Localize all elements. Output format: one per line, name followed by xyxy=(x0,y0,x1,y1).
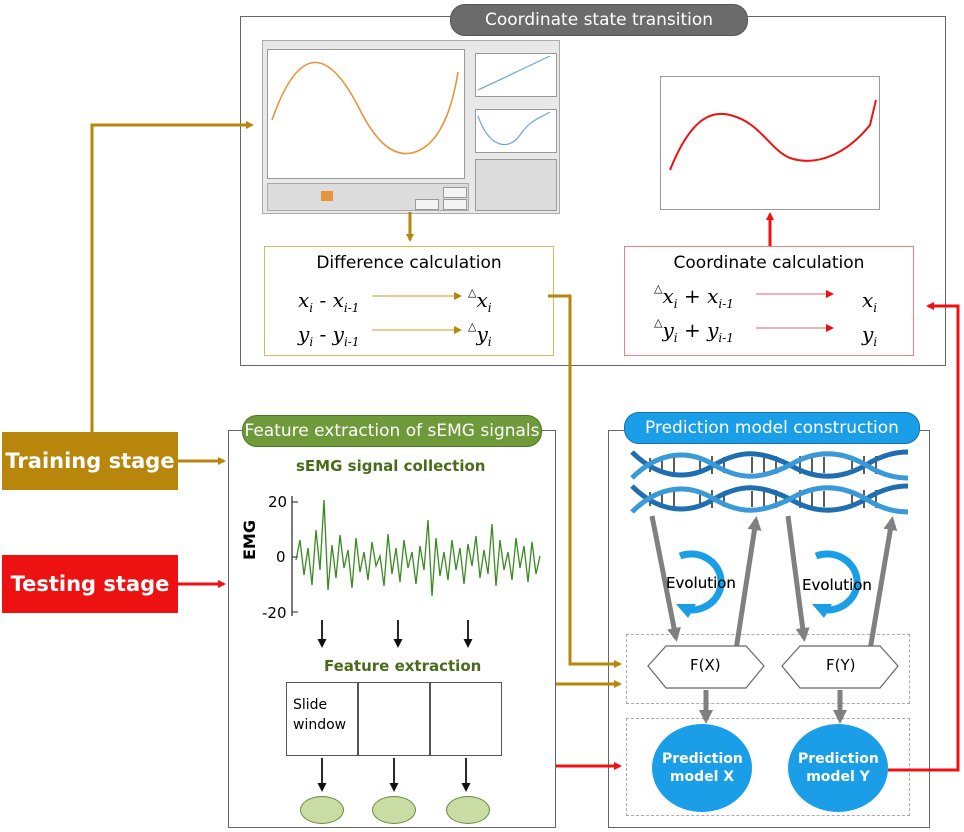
ui-main-plot xyxy=(267,49,465,179)
ui-orange-curve xyxy=(271,61,459,155)
evolution-cycle-2-head xyxy=(812,604,832,618)
model-to-coordinate xyxy=(888,302,960,772)
coordinate-row1-left: △xi + xi-1 xyxy=(654,282,734,311)
training-stage-box: Training stage xyxy=(2,432,178,490)
coordinate-panel-title: Coordinate state transition xyxy=(450,4,748,36)
ui-screenshot xyxy=(262,40,560,214)
coordinate-row2-result: yi xyxy=(862,322,878,349)
difference-row2-left: yi - yi-1 xyxy=(298,322,360,349)
evolution-cycle-1 xyxy=(678,550,725,614)
feature-ellipse-3 xyxy=(446,796,490,824)
ui-color-swatch xyxy=(321,191,333,201)
evolution-label-1-top: Evolution xyxy=(666,574,736,592)
prediction-panel-title-text: Prediction model construction xyxy=(645,418,899,438)
gray-arrow-fy-to-dna xyxy=(867,516,898,651)
ui-debug-panel xyxy=(475,159,557,211)
coordinate-calc-title: Coordinate calculation xyxy=(673,253,865,273)
ui-clear-button xyxy=(443,187,467,198)
training-stage-label: Training stage xyxy=(5,449,175,473)
gray-arrow-fx-to-dna xyxy=(733,516,762,651)
feature-ellipse-2 xyxy=(372,796,416,824)
fitness-group-dashed xyxy=(626,634,910,704)
slide-window-3 xyxy=(430,682,502,756)
feature-panel-title: Feature extraction of sEMG signals xyxy=(242,415,542,447)
difference-row2-right: △yi xyxy=(468,320,492,349)
evolution-cycle-2 xyxy=(814,550,861,614)
coordinate-row2-left: △yi + yi-1 xyxy=(654,316,734,345)
ui-stop-button xyxy=(443,199,467,210)
fy-hexagon xyxy=(781,645,899,689)
prediction-panel-title: Prediction model construction xyxy=(624,412,920,444)
emg-tick-minus20: -20 xyxy=(262,604,287,622)
prediction-model-y: Prediction model Y xyxy=(788,724,888,812)
fx-label-top: F(X) xyxy=(690,656,721,674)
ui-waveform-x-line xyxy=(477,55,551,91)
fy-label-top: F(Y) xyxy=(826,656,856,674)
ui-waveform-y xyxy=(475,109,557,153)
feature-panel-title-text: Feature extraction of sEMG signals xyxy=(244,421,540,441)
difference-row1-right: △xi xyxy=(468,286,492,315)
testing-stage-box: Testing stage xyxy=(2,555,178,613)
coordinate-calc-box: Coordinate calculation xyxy=(624,246,914,356)
slide-window-2 xyxy=(358,682,430,756)
coordinate-panel-title-text: Coordinate state transition xyxy=(484,10,714,30)
prediction-model-x-label: Prediction model X xyxy=(662,751,743,785)
feature-extraction-title: Feature extraction xyxy=(324,657,482,675)
feature-panel xyxy=(228,430,556,828)
evolution-label-2-top: Evolution xyxy=(802,576,872,594)
difference-row1-left: xi - xi-1 xyxy=(298,288,360,315)
prediction-model-y-label: Prediction model Y xyxy=(798,751,879,785)
gray-arrow-dna-to-fy xyxy=(785,515,810,642)
evolution-cycle-1-head xyxy=(676,604,696,618)
delta-to-fitness xyxy=(548,294,622,668)
fx-hexagon xyxy=(647,645,765,689)
emg-tick-20: 20 xyxy=(268,493,288,511)
ui-waveform-x xyxy=(475,53,557,97)
testing-stage-label: Testing stage xyxy=(10,572,170,596)
dna-strand-1 xyxy=(630,449,909,481)
ui-reset-button xyxy=(415,199,439,210)
ui-waveform-y-line xyxy=(477,111,551,146)
prediction-model-x: Prediction model X xyxy=(652,724,752,812)
dna-strand-2 xyxy=(630,483,909,515)
training-to-screenshot xyxy=(90,121,254,432)
slide-window-label: Slide window xyxy=(293,697,347,733)
coordinate-red-curve xyxy=(669,99,877,171)
coordinate-row1-result: xi xyxy=(862,288,878,315)
emg-tick-0: 0 xyxy=(276,548,286,566)
difference-title: Difference calculation xyxy=(316,253,502,273)
model-group-dashed xyxy=(626,718,910,816)
feature-ellipse-1 xyxy=(300,796,344,824)
emg-signal xyxy=(295,499,541,597)
slide-window-1: Slide window xyxy=(286,682,358,756)
semg-collection-title: sEMG signal collection xyxy=(296,457,486,475)
gray-arrow-dna-to-fx xyxy=(649,515,681,642)
difference-box: Difference calculation xyxy=(264,246,554,356)
